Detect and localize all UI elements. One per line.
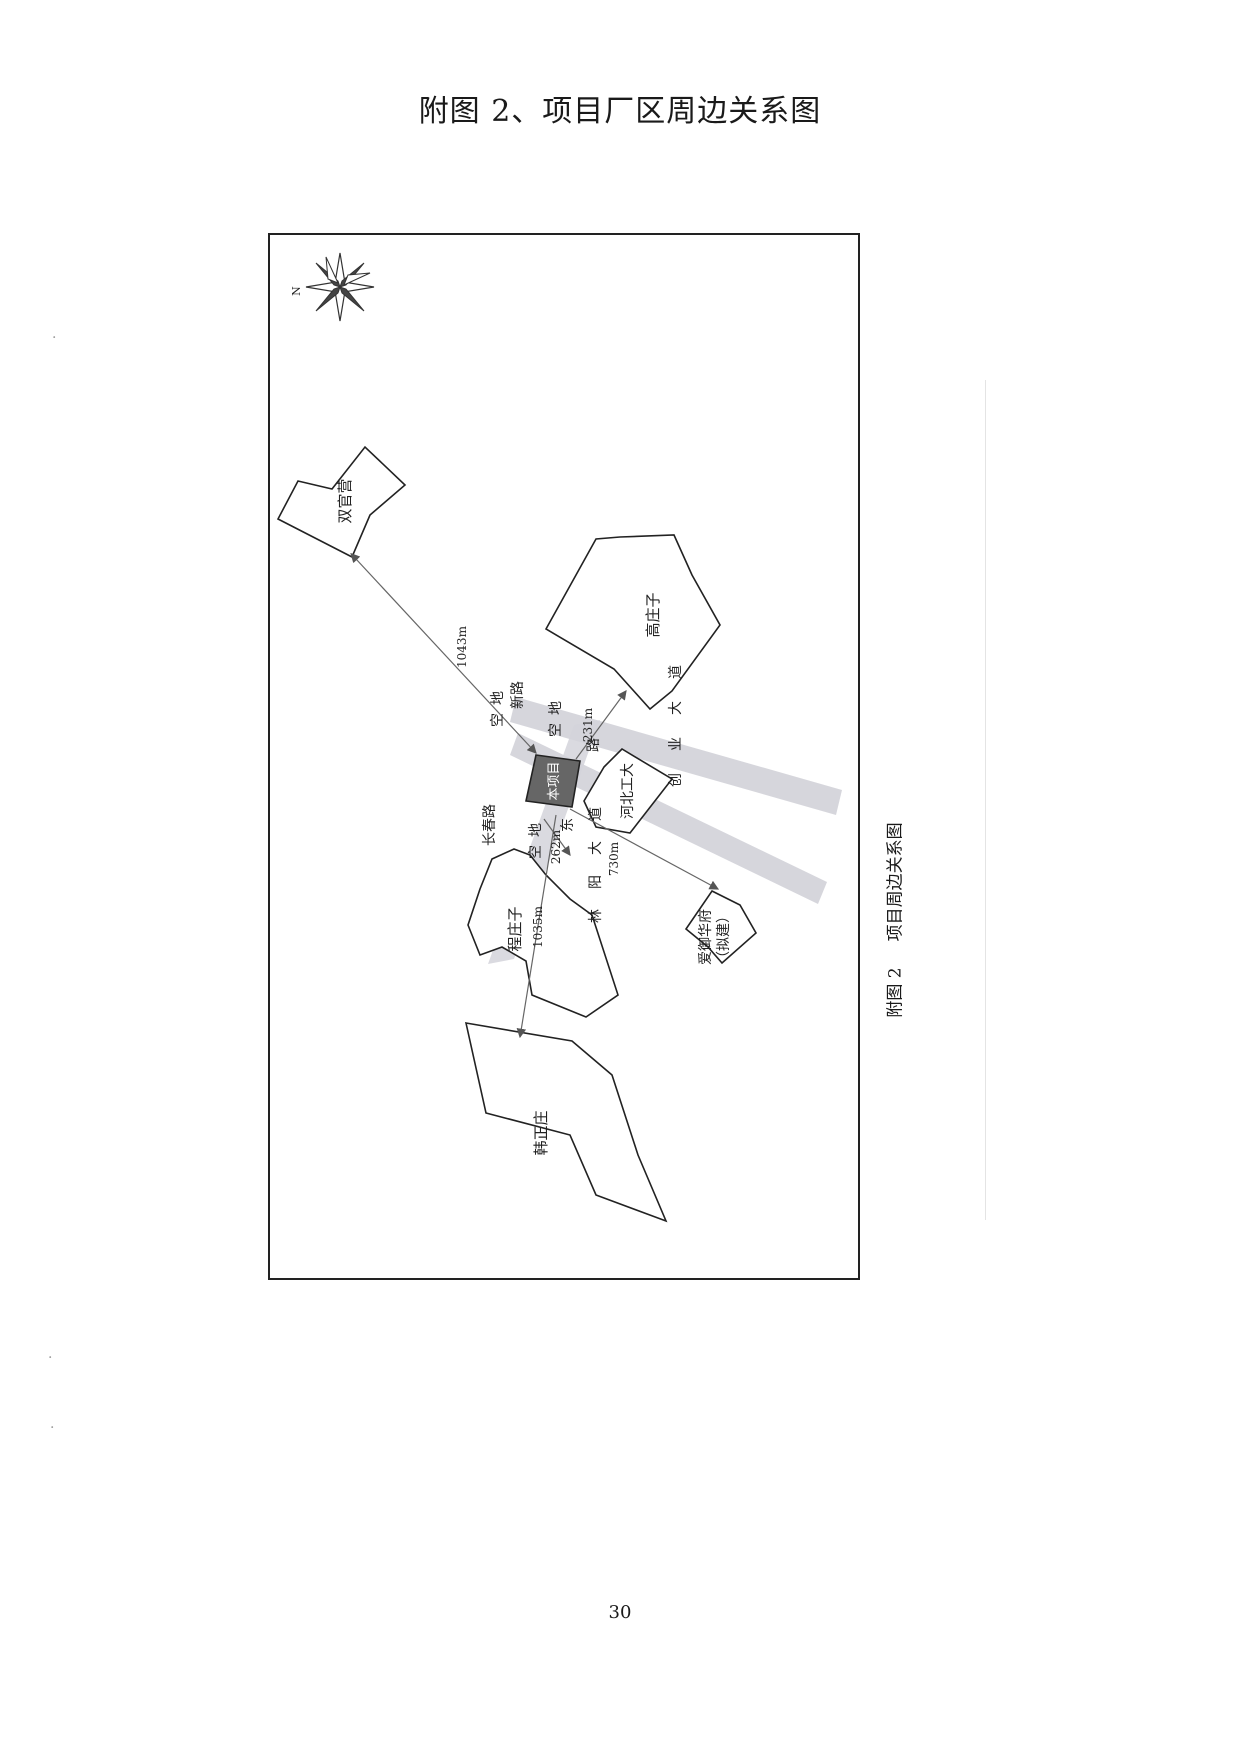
scan-edge-line [985, 380, 986, 1220]
map-canvas: N 双官营 高庄子 程庄子 韩正庄 爱御华府 （拟建） 河北工 [276, 252, 842, 1223]
page-title: 附图 2、项目厂区周边关系图 [418, 94, 822, 129]
village-chengzhuangzi-outline [467, 848, 619, 1018]
label-project-site: 本项目 [547, 761, 562, 800]
scan-speck: · [48, 1350, 53, 1366]
road-linyang-avenue [510, 733, 827, 904]
village-hanzhengzhuang-outline [464, 1022, 668, 1223]
label-distance-aiyuhuafu: 730m [607, 841, 621, 876]
label-empty-lot-nw: 空地 [490, 683, 506, 727]
label-empty-lot-ne: 空地 [548, 693, 564, 737]
label-hebei-university: 河北工大 [620, 763, 636, 819]
figure-caption-label: 附图 2 [885, 967, 906, 1018]
distance-lines [350, 552, 720, 1039]
compass-rose-icon [305, 252, 375, 322]
label-chengzhuangzi: 程庄子 [506, 906, 524, 951]
label-empty-lot-sw: 空地 [528, 815, 544, 859]
label-xinbei-road: 新路 [510, 681, 526, 709]
label-hanzhengzhuang: 韩正庄 [532, 1110, 550, 1155]
project-site-block [525, 754, 581, 808]
scan-speck: · [50, 1420, 55, 1436]
label-distance-hanzhengzhuang: 1035m [531, 905, 545, 948]
page-number: 30 [608, 1602, 632, 1623]
label-aiyuhuafu-note: （拟建） [716, 909, 732, 965]
village-shuangguanying-outline [276, 445, 407, 559]
label-aiyuhuafu: 爱御华府 [698, 909, 714, 965]
figure-caption: 附图 2 项目周边关系图 [876, 640, 910, 1200]
label-dong: 东 [560, 818, 576, 832]
label-changchun-road: 长春路 [482, 804, 498, 846]
figure-caption-text: 项目周边关系图 [885, 822, 906, 942]
label-distance-shuangguanying: 1043m [455, 625, 469, 668]
label-distance-gaozhuangzi: 231m [581, 707, 595, 742]
label-shuangguanying: 双官营 [336, 478, 354, 523]
label-gaozhuangzi: 高庄子 [644, 592, 662, 637]
compass-north-label: N [290, 286, 303, 296]
label-chuangye-avenue: 创业大道 [668, 643, 684, 787]
village-aiyuhuafu-outline [684, 889, 758, 965]
hebei-university-outline [583, 747, 674, 834]
label-distance-chengzhuangzi: 262m [549, 829, 563, 864]
label-linyang-road-alt: 路 [586, 738, 602, 752]
village-gaozhuangzi-outline [544, 534, 721, 711]
scan-speck: · [52, 330, 57, 346]
label-linyang-avenue: 林阳大道 [588, 787, 604, 923]
surroundings-map: N 双官营 高庄子 程庄子 韩正庄 爱御华府 （拟建） 河北工 [268, 233, 860, 1280]
